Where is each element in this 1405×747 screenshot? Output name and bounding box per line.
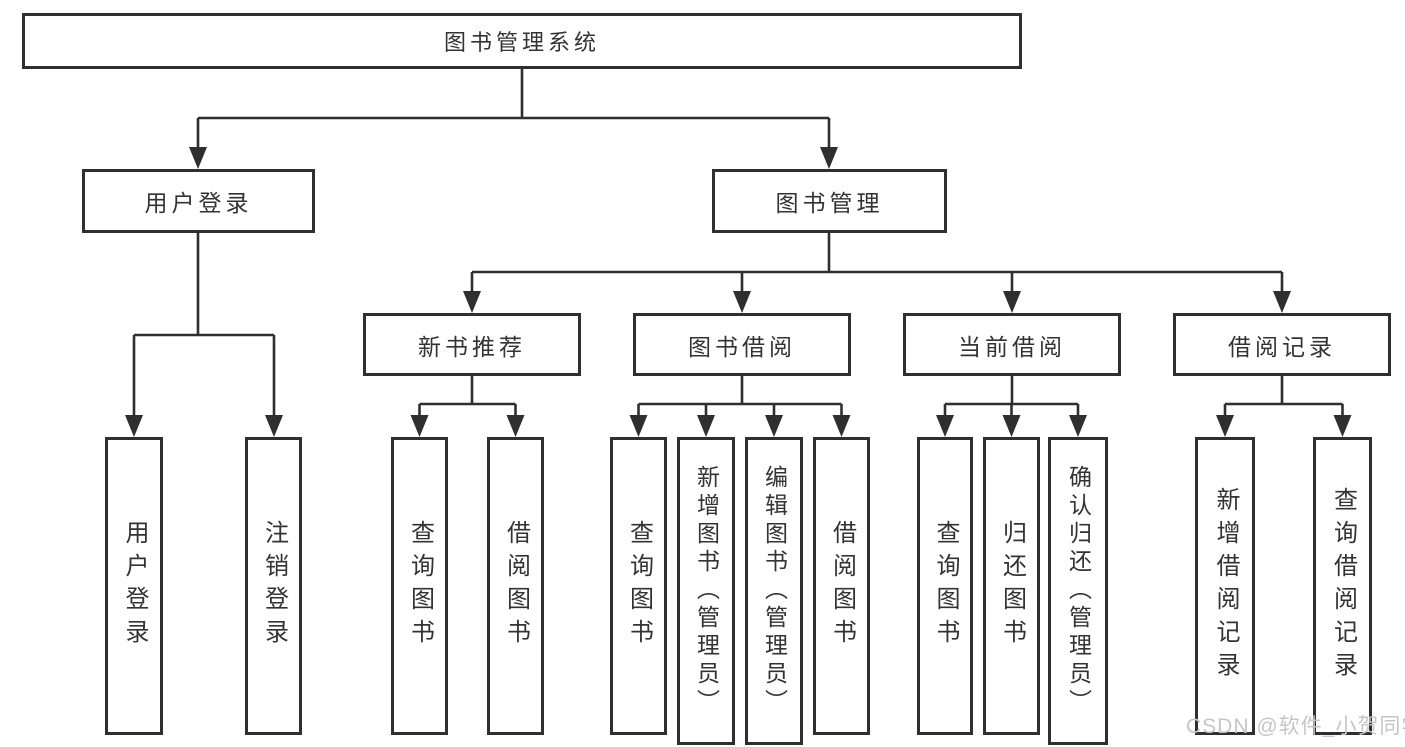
leaf-query-books-borrow: 查询图书 xyxy=(610,437,667,735)
connector-record-to-leaves xyxy=(1216,376,1352,437)
leaf-label: 注销登录 xyxy=(260,520,288,652)
connector-login-to-leaves xyxy=(125,233,283,437)
connector-borrow-to-leaves xyxy=(629,376,851,437)
leaf-label: 新增图书（管理员） xyxy=(693,465,720,717)
leaf-logout: 注销登录 xyxy=(245,437,302,735)
node-borrow-record: 借阅记录 xyxy=(1173,313,1391,376)
leaf-label: 新增借阅记录 xyxy=(1212,487,1239,685)
leaf-borrow-books-borrow: 借阅图书 xyxy=(813,437,870,735)
node-library-system: 图书管理系统 xyxy=(22,13,1022,69)
node-current-borrow: 当前借阅 xyxy=(903,313,1121,376)
leaf-return-books: 归还图书 xyxy=(983,437,1040,735)
node-book-management: 图书管理 xyxy=(712,169,947,233)
csdn-watermark: CSDN @软件_小贺同学 xyxy=(1186,715,1405,738)
leaf-label: 查询图书 xyxy=(625,520,653,652)
node-new-book-recommend: 新书推荐 xyxy=(363,313,581,376)
leaf-label: 用户登录 xyxy=(121,520,148,652)
leaf-add-books-admin: 新增图书（管理员） xyxy=(677,437,735,745)
leaf-label: 编辑图书（管理员） xyxy=(761,465,788,717)
leaf-label: 借阅图书 xyxy=(502,520,530,652)
leaf-query-books-current: 查询图书 xyxy=(917,437,973,735)
leaf-query-borrow-record: 查询借阅记录 xyxy=(1313,437,1372,735)
connector-mgmt-to-level3 xyxy=(463,233,1291,313)
connector-root-to-level2 xyxy=(189,69,838,169)
connector-newbook-to-leaves xyxy=(410,376,525,437)
leaf-label: 查询借阅记录 xyxy=(1329,487,1357,685)
leaf-user-login: 用户登录 xyxy=(105,437,163,735)
leaf-edit-books-admin: 编辑图书（管理员） xyxy=(745,437,803,745)
node-user-login: 用户登录 xyxy=(82,169,315,233)
leaf-label: 查询图书 xyxy=(932,520,959,652)
leaf-label: 确认归还（管理员） xyxy=(1065,465,1092,717)
node-book-borrow: 图书借阅 xyxy=(633,313,851,376)
leaf-label: 借阅图书 xyxy=(828,520,856,652)
leaf-borrow-books-newbook: 借阅图书 xyxy=(487,437,544,735)
leaf-add-borrow-record: 新增借阅记录 xyxy=(1195,437,1255,735)
leaf-label: 查询图书 xyxy=(406,520,434,652)
leaf-label: 归还图书 xyxy=(998,520,1026,652)
leaf-confirm-return-admin: 确认归还（管理员） xyxy=(1048,437,1108,745)
connector-current-to-leaves xyxy=(936,376,1087,437)
leaf-query-books-newbook: 查询图书 xyxy=(391,437,448,735)
